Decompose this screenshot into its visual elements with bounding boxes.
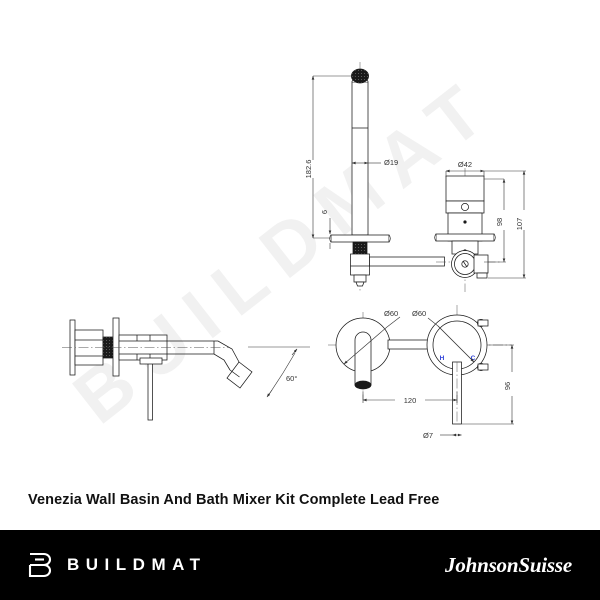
dimension-label-60-deg: 60° [286,374,297,383]
dimension-label-120: 120 [404,396,417,405]
dimension-label-98: 98 [495,218,504,226]
dimension-mixer-plate-diameter [427,317,475,363]
dimension-mixer-body-height [484,178,506,263]
dimension-spout-outlet-angle [248,346,310,398]
dimension-spout-plate-diameter [343,316,401,365]
view-front-elevation-spout [329,62,445,292]
dimension-label-d60-left: Ø60 [384,309,398,318]
johnsonsuisse-logo: JohnsonSuisse [445,552,572,577]
view-front-elevation-mixer [434,168,500,292]
footer-bar: BUILDMAT JohnsonSuisse [0,530,600,600]
dimension-label-d19: Ø19 [384,158,398,167]
product-title-bar: Venezia Wall Basin And Bath Mixer Kit Co… [0,470,600,530]
dimension-lever-length [462,344,514,425]
buildmat-b-logo-icon [28,552,56,578]
view-side-elevation-assembly [62,317,253,421]
svg-text:BUILDMAT: BUILDMAT [58,61,510,440]
dimension-overall-height [311,75,356,239]
dimension-label-d60-right: Ø60 [412,309,426,318]
hot-marker: H [440,355,445,362]
dimension-mixer-overall-height [484,170,526,279]
cold-marker: C [471,355,476,362]
buildmat-wordmark: BUILDMAT [67,555,207,574]
dimension-label-107: 107 [515,218,524,231]
dimension-label-d42: Ø42 [458,160,472,169]
dimension-label-182-6: 182.6 [304,160,313,179]
technical-drawing: BUILDMAT [58,60,526,440]
dimension-mixer-diameter [445,169,485,177]
watermark-buildmat: BUILDMAT [58,61,510,440]
dimension-centres-distance [362,392,458,403]
dimension-label-d7: Ø7 [423,431,433,440]
dimension-label-96: 96 [503,382,512,390]
dimension-label-6: 6 [320,210,329,214]
page-title: Venezia Wall Basin And Bath Mixer Kit Co… [28,492,440,508]
view-plan-assembly [328,305,512,425]
buildmat-logo: BUILDMAT [0,552,207,578]
